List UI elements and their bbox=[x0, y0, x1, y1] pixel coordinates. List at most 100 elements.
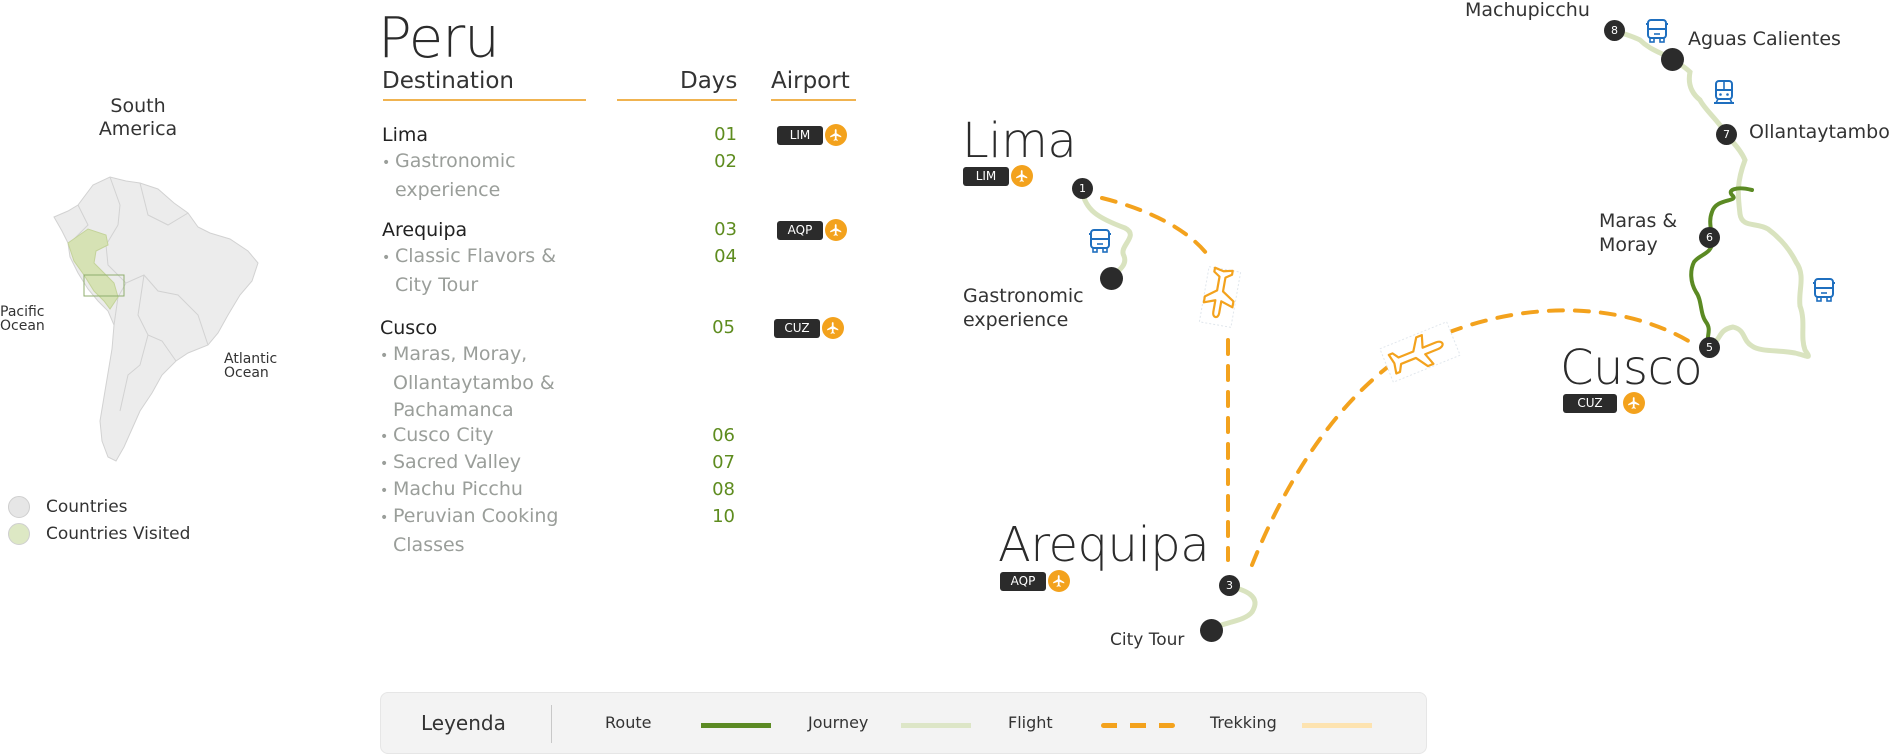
legend-label-trekking: Trekking bbox=[1210, 713, 1277, 732]
activity-text: Peruvian Cooking bbox=[393, 505, 559, 527]
activity-item: •Peruvian Cooking Classes bbox=[380, 503, 558, 559]
bus-icon bbox=[1812, 277, 1836, 307]
map-airport-badge-cuz: CUZ bbox=[1563, 392, 1645, 414]
place-label-line: Gastronomic bbox=[963, 285, 1084, 307]
journey-lima-gastronomic bbox=[1079, 187, 1133, 281]
place-label-maras-moray: Maras & Moray bbox=[1599, 209, 1677, 257]
airport-badge-aqp: AQP bbox=[777, 219, 847, 241]
place-label-city-tour: City Tour bbox=[1110, 630, 1185, 650]
day-value: 06 bbox=[712, 425, 735, 446]
activity-text: Classes bbox=[393, 534, 465, 556]
route-node-3[interactable]: 3 bbox=[1219, 575, 1240, 596]
route-node-8[interactable]: 8 bbox=[1604, 20, 1625, 41]
airport-code: CUZ bbox=[1563, 393, 1617, 413]
activity-item: •Maras, Moray, Ollantaytambo & Pachamanc… bbox=[380, 341, 555, 424]
inset-map-title-line: South bbox=[110, 95, 166, 117]
header-underline bbox=[383, 99, 586, 101]
airplane-icon bbox=[1048, 570, 1070, 592]
day-value: 05 bbox=[712, 317, 735, 338]
journey-cusco-loop bbox=[1707, 132, 1811, 359]
stop-marker-aguas-calientes[interactable] bbox=[1661, 48, 1684, 71]
header-destination: Destination bbox=[382, 68, 514, 94]
pacific-ocean-label: Pacific Ocean bbox=[0, 305, 45, 333]
legend-divider bbox=[551, 705, 552, 743]
city-label-lima: Lima bbox=[962, 113, 1077, 169]
flight-plane-icon bbox=[1198, 266, 1242, 328]
legend-countries-visited: Countries Visited bbox=[8, 523, 190, 545]
train-icon bbox=[1712, 79, 1736, 109]
countries-swatch bbox=[8, 496, 30, 518]
map-legend: Leyenda Route Journey Flight Trekking bbox=[380, 692, 1427, 754]
route-node-5[interactable]: 5 bbox=[1699, 337, 1720, 358]
flight-plane-icon bbox=[1379, 321, 1461, 383]
legend-swatch-journey bbox=[901, 723, 971, 728]
legend-label-route: Route bbox=[605, 713, 652, 732]
activity-item: •Gastronomic experience bbox=[382, 148, 516, 204]
activity-text: experience bbox=[395, 179, 501, 201]
route-node-1[interactable]: 1 bbox=[1072, 178, 1093, 199]
peru-visited bbox=[67, 228, 119, 310]
ocean-label-line: Ocean bbox=[224, 365, 269, 381]
stop-marker-gastronomic[interactable] bbox=[1100, 267, 1123, 290]
activity-item: •Machu Picchu bbox=[380, 478, 523, 500]
city-label-cusco: Cusco bbox=[1560, 340, 1703, 396]
inset-map-title-line: America bbox=[98, 118, 178, 140]
airplane-icon bbox=[822, 317, 844, 339]
activity-text: Maras, Moray, bbox=[393, 343, 528, 365]
airplane-icon bbox=[825, 124, 847, 146]
header-airport: Airport bbox=[771, 68, 850, 94]
place-label-gastronomic: Gastronomic experience bbox=[963, 284, 1084, 332]
map-airport-badge-aqp: AQP bbox=[1000, 570, 1070, 592]
place-label-line: experience bbox=[963, 309, 1069, 331]
airplane-icon bbox=[825, 219, 847, 241]
airplane-icon bbox=[1011, 165, 1033, 187]
route-node-7[interactable]: 7 bbox=[1716, 124, 1737, 145]
activity-text: Cusco City bbox=[393, 424, 494, 446]
place-label-aguas-calientes: Aguas Calientes bbox=[1688, 28, 1841, 50]
page-title: Peru bbox=[378, 6, 500, 71]
place-label-line: Moray bbox=[1599, 234, 1658, 256]
airport-badge-lim: LIM bbox=[777, 124, 847, 146]
legend-swatch-route bbox=[701, 723, 771, 728]
route-node-6[interactable]: 6 bbox=[1699, 227, 1720, 248]
flight-lima-arequipa bbox=[1100, 196, 1230, 562]
activity-text: Gastronomic bbox=[395, 150, 516, 172]
airport-badge-cuz: CUZ bbox=[774, 317, 844, 339]
airport-code: LIM bbox=[777, 125, 823, 145]
legend-label: Countries bbox=[46, 497, 128, 517]
atlantic-ocean-label: Atlantic Ocean bbox=[224, 352, 277, 380]
inset-map-title: South America bbox=[88, 95, 188, 141]
legend-swatch-flight bbox=[1101, 723, 1175, 728]
day-value: 03 bbox=[714, 219, 737, 240]
legend-title: Leyenda bbox=[421, 711, 506, 735]
activity-item: •Classic Flavors & City Tour bbox=[382, 243, 556, 299]
journey-arequipa-citytour bbox=[1208, 583, 1258, 633]
route-cusco-maras bbox=[1689, 186, 1754, 348]
activity-text: Machu Picchu bbox=[393, 478, 523, 500]
destination-cusco: Cusco bbox=[380, 317, 438, 339]
legend-label-flight: Flight bbox=[1008, 713, 1053, 732]
header-underline bbox=[771, 99, 856, 101]
legend-label: Countries Visited bbox=[46, 524, 191, 544]
day-value: 08 bbox=[712, 479, 735, 500]
ocean-label-line: Ocean bbox=[0, 318, 45, 334]
legend-swatch-trekking bbox=[1302, 723, 1372, 728]
activity-text: Classic Flavors & bbox=[395, 245, 557, 267]
activity-text: Ollantaytambo & bbox=[393, 372, 555, 394]
stop-marker-city-tour[interactable] bbox=[1200, 619, 1223, 642]
activity-text: City Tour bbox=[395, 274, 479, 296]
bus-icon bbox=[1645, 18, 1669, 48]
airport-code: AQP bbox=[777, 220, 823, 240]
peru-focus-frame bbox=[83, 274, 125, 297]
airport-code: LIM bbox=[963, 166, 1009, 186]
legend-label-journey: Journey bbox=[808, 713, 869, 732]
header-underline bbox=[617, 99, 737, 101]
destination-lima: Lima bbox=[382, 124, 429, 146]
place-label-line: Maras & bbox=[1599, 210, 1678, 232]
airport-code: AQP bbox=[1000, 571, 1046, 591]
city-label-arequipa: Arequipa bbox=[998, 517, 1210, 573]
place-label-ollantaytambo: Ollantaytambo bbox=[1749, 121, 1890, 143]
activity-text: Sacred Valley bbox=[393, 451, 521, 473]
day-value: 10 bbox=[712, 506, 735, 527]
